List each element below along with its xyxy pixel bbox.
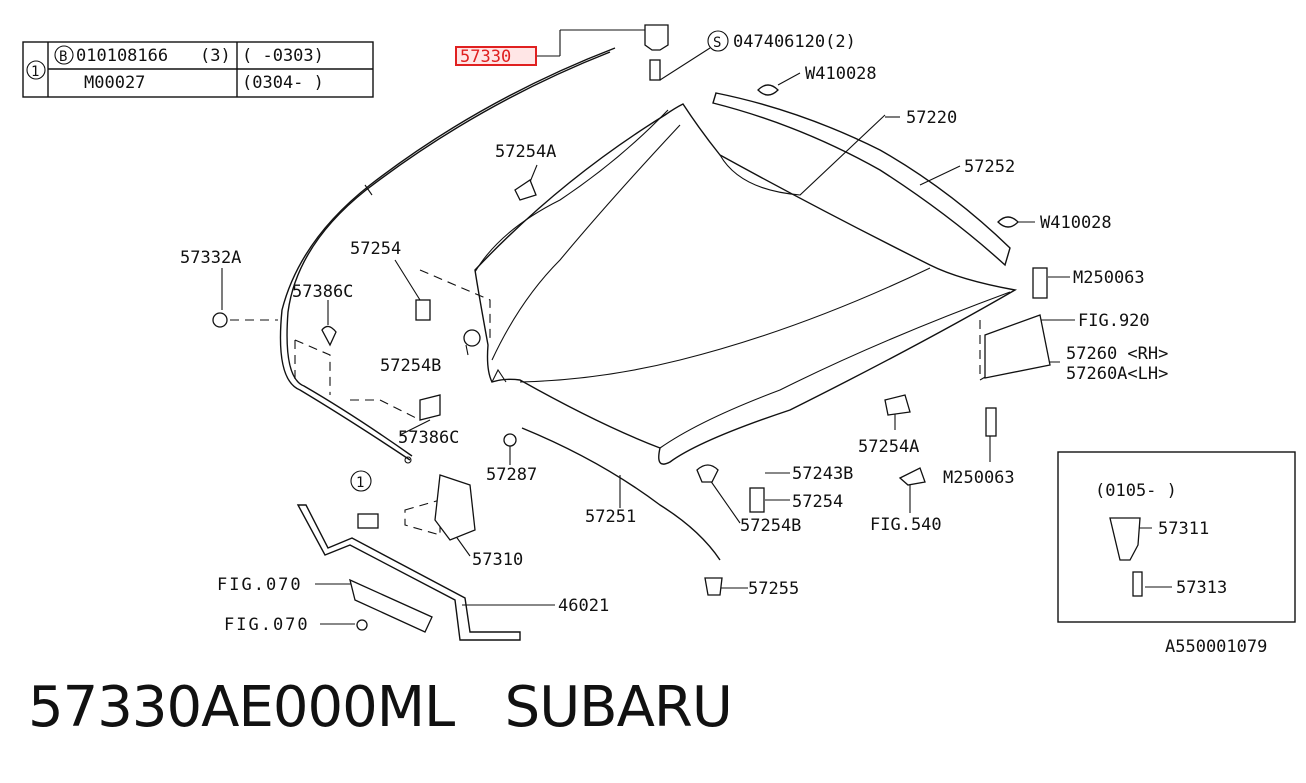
bumper-57254A-bottom: [884, 394, 911, 416]
small-parts: [212, 24, 1051, 641]
nut-fig070: [356, 619, 368, 631]
clip-57386C-bottom: [419, 394, 441, 421]
callout-57220[interactable]: 57220: [906, 108, 957, 128]
table-row1-part: 010108166: [76, 46, 168, 66]
hood-stay-rod: [521, 427, 721, 561]
inset-range: (0105- ): [1095, 481, 1177, 501]
support-46021: [296, 504, 521, 641]
stay-holder-fig540: [898, 467, 926, 486]
leader-lines: [221, 29, 1172, 625]
drawing-id: A550001079: [1165, 637, 1267, 657]
callout-fig070-a[interactable]: FIG.070: [217, 575, 303, 595]
hood-panel: [474, 103, 1017, 465]
callout-57260[interactable]: 57260 <RH>: [1066, 344, 1168, 364]
guide-lines: [294, 269, 1016, 536]
callout-1-circle: [350, 470, 372, 492]
inset-box: (0105- ) 57311 57313: [1057, 451, 1296, 623]
bolt-047406120: [649, 59, 661, 81]
grommet-57332A: [212, 312, 228, 328]
washer-nut-right: [997, 216, 1019, 228]
table-row1-circle: 1: [31, 64, 39, 80]
callout-57254-bottom[interactable]: 57254: [792, 492, 843, 512]
callout-57254-left[interactable]: 57254: [350, 239, 401, 259]
hood-lock-57310: [434, 474, 476, 541]
callout-57386c-top[interactable]: 57386C: [292, 282, 353, 302]
callout-57243b[interactable]: 57243B: [792, 464, 853, 484]
callout-57287[interactable]: 57287: [486, 465, 537, 485]
highlight-box-57330: [455, 46, 537, 66]
caption: 57330AE000ML SUBARU: [28, 675, 733, 740]
callout-57255[interactable]: 57255: [748, 579, 799, 599]
callout-57260a[interactable]: 57260A<LH>: [1066, 364, 1168, 384]
s-prefix-circle: [707, 30, 729, 52]
callout-m250063-top[interactable]: M250063: [1073, 268, 1145, 288]
washer-nut-top: [757, 84, 779, 96]
bracket-fig070: [349, 578, 433, 633]
table-row2-range: (0304- ): [242, 73, 324, 93]
weatherstrip-57252: [712, 92, 1011, 267]
rubber-stop-57254B-bottom: [696, 464, 719, 483]
callout-57254a-top[interactable]: 57254A: [495, 142, 556, 162]
bolt-m250063-bottom: [985, 407, 997, 437]
callout-m250063-bottom[interactable]: M250063: [943, 468, 1015, 488]
stop-57254-bottom: [749, 487, 765, 513]
callout-57330[interactable]: 57330: [460, 47, 511, 67]
table-row1-qty: (3): [200, 46, 231, 66]
inset-callout-57311[interactable]: 57311: [1158, 519, 1209, 539]
inset-part-57311: [1109, 517, 1141, 561]
stay-clip-57255: [704, 577, 723, 596]
release-cable: [279, 47, 616, 464]
callout-fig070-b[interactable]: FIG.070: [224, 615, 310, 635]
callout-57252[interactable]: 57252: [964, 157, 1015, 177]
callout-labels: S 047406120(2) W410028 57220 57252 W4100…: [180, 30, 1168, 635]
bolt-callout-1: [357, 513, 379, 529]
table-row1-range: ( -0303): [242, 46, 324, 66]
inset-callout-57313[interactable]: 57313: [1176, 578, 1227, 598]
bumper-57254A-top: [514, 179, 537, 201]
callout-57254b-bottom[interactable]: 57254B: [740, 516, 801, 536]
inset-bolt-57313: [1132, 571, 1143, 597]
callout-57332a[interactable]: 57332A: [180, 248, 241, 268]
hood-hinge: [984, 314, 1051, 379]
table-callout-circle: [26, 60, 46, 80]
supersession-table: 1 B 010108166 (3) ( -0303) M00027 (0304-…: [22, 41, 374, 98]
callout-57310[interactable]: 57310: [472, 550, 523, 570]
callout-fig920[interactable]: FIG.920: [1078, 311, 1150, 331]
callout-w410028-top[interactable]: W410028: [805, 64, 877, 84]
callout-047406120[interactable]: 047406120(2): [733, 32, 856, 52]
clip-57386C-top: [321, 325, 337, 347]
callout-57251[interactable]: 57251: [585, 507, 636, 527]
table-b-circle: [54, 45, 74, 65]
callout-57254a-bottom[interactable]: 57254A: [858, 437, 919, 457]
callout-57386c-bottom[interactable]: 57386C: [398, 428, 459, 448]
stop-57254-left: [415, 299, 431, 321]
callout-fig540[interactable]: FIG.540: [870, 515, 942, 535]
callout-047406120-prefix: S: [713, 35, 721, 51]
callout-w410028-right[interactable]: W410028: [1040, 213, 1112, 233]
callout-57254b-left[interactable]: 57254B: [380, 356, 441, 376]
grommet-57287: [503, 433, 517, 447]
bolt-m250063-top: [1032, 267, 1048, 299]
hood-stay-clip: [644, 24, 669, 51]
cushion-57254B-left: [463, 329, 481, 347]
table-row1-prefix: B: [59, 49, 67, 65]
callout-1-marker[interactable]: 1: [356, 475, 364, 491]
callout-46021[interactable]: 46021: [558, 596, 609, 616]
table-row2-part: M00027: [84, 73, 145, 93]
